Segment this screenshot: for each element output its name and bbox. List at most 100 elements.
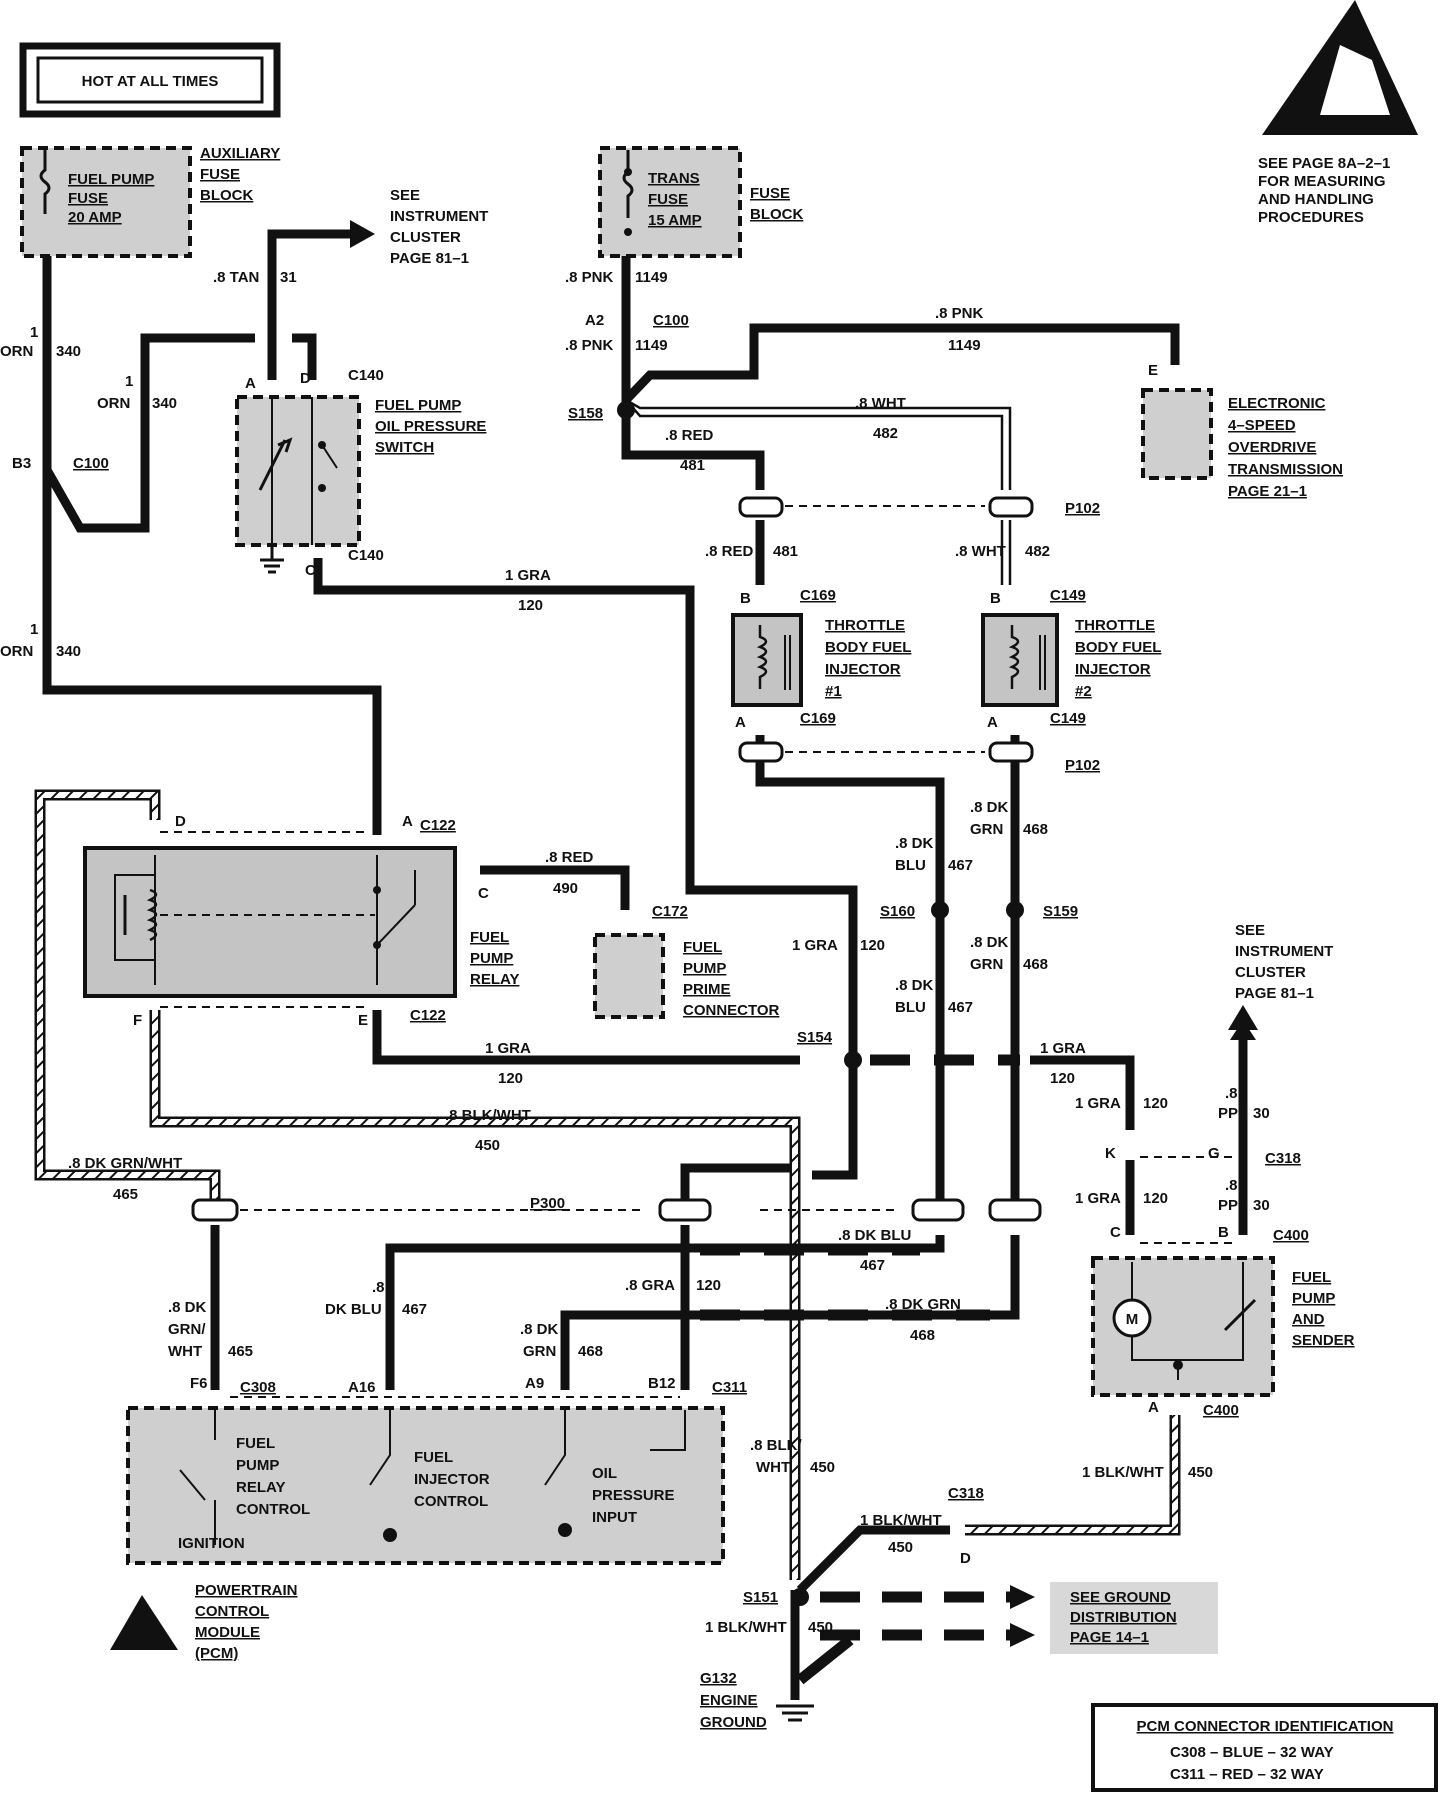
- svg-text:1 GRA: 1 GRA: [485, 1040, 531, 1057]
- svg-text:PROCEDURES: PROCEDURES: [1258, 209, 1364, 226]
- svg-text:.8 RED: .8 RED: [545, 849, 594, 866]
- svg-text:1 GRA: 1 GRA: [505, 567, 551, 584]
- svg-text:.8 TAN: .8 TAN: [213, 269, 259, 286]
- svg-text:467: 467: [948, 999, 973, 1016]
- svg-text:468: 468: [578, 1343, 603, 1360]
- svg-text:A2: A2: [585, 312, 604, 329]
- svg-text:SEE: SEE: [390, 187, 420, 204]
- svg-text:FUEL: FUEL: [683, 939, 722, 956]
- svg-text:1: 1: [30, 324, 38, 341]
- svg-text:481: 481: [680, 457, 705, 474]
- fuel-pump-relay: D A C122 C F E C122 FUEL PUMP RELAY: [83, 813, 519, 1029]
- svg-text:.8 PNK: .8 PNK: [935, 305, 984, 322]
- svg-text:A: A: [735, 714, 746, 731]
- svg-text:.8 DK: .8 DK: [970, 799, 1009, 816]
- svg-text:D: D: [960, 1550, 971, 1567]
- svg-text:PAGE 81–1: PAGE 81–1: [390, 250, 469, 267]
- svg-text:PPL: PPL: [1218, 1197, 1247, 1214]
- svg-text:.8 PNK: .8 PNK: [565, 269, 614, 286]
- transmission-box: E ELECTRONIC 4–SPEED OVERDRIVE TRANSMISS…: [1141, 362, 1343, 500]
- svg-text:467: 467: [948, 857, 973, 874]
- svg-text:AND: AND: [1292, 1311, 1325, 1328]
- svg-text:RELAY: RELAY: [236, 1479, 285, 1496]
- svg-text:30: 30: [1253, 1197, 1270, 1214]
- svg-text:C: C: [478, 885, 489, 902]
- svg-text:FUEL: FUEL: [470, 929, 509, 946]
- svg-text:A: A: [245, 375, 256, 392]
- svg-text:.8 GRA: .8 GRA: [625, 1277, 675, 1294]
- svg-text:C: C: [305, 562, 316, 579]
- svg-text:PCM CONNECTOR IDENTIFICATION: PCM CONNECTOR IDENTIFICATION: [1137, 1718, 1394, 1735]
- svg-text:C172: C172: [652, 903, 688, 920]
- svg-text:120: 120: [1050, 1070, 1075, 1087]
- aux-fuse-block: FUEL PUMP FUSE 20 AMP AUXILIARY FUSE BLO…: [20, 145, 280, 258]
- svg-text:1: 1: [30, 621, 38, 638]
- svg-text:30: 30: [1253, 1105, 1270, 1122]
- svg-text:GROUND: GROUND: [700, 1714, 767, 1731]
- svg-text:PUMP: PUMP: [683, 960, 726, 977]
- svg-text:S159: S159: [1043, 903, 1078, 920]
- svg-text:DISTRIBUTION: DISTRIBUTION: [1070, 1609, 1177, 1626]
- p102-connector-top: P102: [738, 496, 1100, 518]
- svg-text:K: K: [1105, 1145, 1116, 1162]
- svg-text:.8: .8: [1225, 1085, 1238, 1102]
- svg-text:A: A: [987, 714, 998, 731]
- wire-labels: 1 ORN 340 1 ORN 340 1 ORN 340 .8 TAN 31 …: [0, 269, 1270, 1636]
- svg-text:C122: C122: [420, 817, 456, 834]
- svg-text:120: 120: [860, 937, 885, 954]
- pcm-box: F6 C308 A16 A9 B12 C311 FUEL PUMP RELAY …: [126, 1375, 747, 1565]
- svg-text:OIL: OIL: [592, 1465, 617, 1482]
- svg-text:1 GRA: 1 GRA: [792, 937, 838, 954]
- svg-text:C400: C400: [1203, 1402, 1239, 1419]
- svg-text:C149: C149: [1050, 587, 1086, 604]
- svg-text:CLUSTER: CLUSTER: [1235, 964, 1306, 981]
- oil-pressure-switch: A D C140 C C140 FUEL PUMP OIL PRESSURE S…: [235, 367, 486, 579]
- svg-text:INPUT: INPUT: [592, 1509, 637, 1526]
- svg-text:S151: S151: [743, 1589, 778, 1606]
- svg-text:C: C: [1110, 1224, 1121, 1241]
- svg-text:B: B: [740, 590, 751, 607]
- svg-text:.8: .8: [1225, 1177, 1238, 1194]
- svg-text:15 AMP: 15 AMP: [648, 212, 702, 229]
- svg-text:AND HANDLING: AND HANDLING: [1258, 191, 1374, 208]
- injector-1: B C169 A C169 THROTTLE BODY FUEL INJECTO…: [731, 587, 911, 731]
- svg-text:FUEL: FUEL: [236, 1435, 275, 1452]
- svg-text:.8 DK BLU: .8 DK BLU: [838, 1227, 911, 1244]
- pcm-label: POWERTRAIN CONTROL MODULE (PCM): [195, 1582, 298, 1662]
- svg-text:467: 467: [860, 1257, 885, 1274]
- svg-text:C169: C169: [800, 587, 836, 604]
- svg-text:P102: P102: [1065, 500, 1100, 517]
- svg-text:.8 DK: .8 DK: [895, 835, 934, 852]
- svg-text:GRN: GRN: [970, 956, 1003, 973]
- engine-ground-icon: G132 ENGINE GROUND: [700, 1670, 814, 1731]
- svg-text:INJECTOR: INJECTOR: [1075, 661, 1151, 678]
- svg-text:A: A: [402, 813, 413, 830]
- svg-text:FUSE: FUSE: [68, 190, 108, 207]
- svg-text:PRIME: PRIME: [683, 981, 731, 998]
- svg-text:1 BLK/WHT: 1 BLK/WHT: [1082, 1464, 1164, 1481]
- svg-text:BODY FUEL: BODY FUEL: [825, 639, 911, 656]
- svg-text:WHT: WHT: [168, 1343, 202, 1360]
- svg-text:WHT: WHT: [756, 1459, 790, 1476]
- svg-text:E: E: [1148, 362, 1158, 379]
- svg-text:120: 120: [498, 1070, 523, 1087]
- svg-text:TRANS: TRANS: [648, 170, 700, 187]
- svg-text:.8 PNK: .8 PNK: [565, 337, 614, 354]
- splices: S158 S160 S159 S154 S151: [568, 401, 1078, 1606]
- svg-text:THROTTLE: THROTTLE: [825, 617, 905, 634]
- svg-text:THROTTLE: THROTTLE: [1075, 617, 1155, 634]
- svg-text:340: 340: [56, 643, 81, 660]
- svg-text:490: 490: [553, 880, 578, 897]
- p300-connectors: P300: [191, 1195, 1042, 1222]
- svg-text:S160: S160: [880, 903, 915, 920]
- svg-text:450: 450: [1188, 1464, 1213, 1481]
- svg-text:SEE GROUND: SEE GROUND: [1070, 1589, 1171, 1606]
- svg-text:465: 465: [113, 1186, 138, 1203]
- wires: [34, 220, 1258, 1700]
- svg-text:450: 450: [888, 1539, 913, 1556]
- svg-text:.8 WHT: .8 WHT: [955, 543, 1006, 560]
- svg-text:BLU: BLU: [895, 857, 926, 874]
- svg-text:FUSE: FUSE: [200, 166, 240, 183]
- svg-text:1149: 1149: [635, 269, 668, 286]
- svg-text:1 BLK/WHT: 1 BLK/WHT: [860, 1512, 942, 1529]
